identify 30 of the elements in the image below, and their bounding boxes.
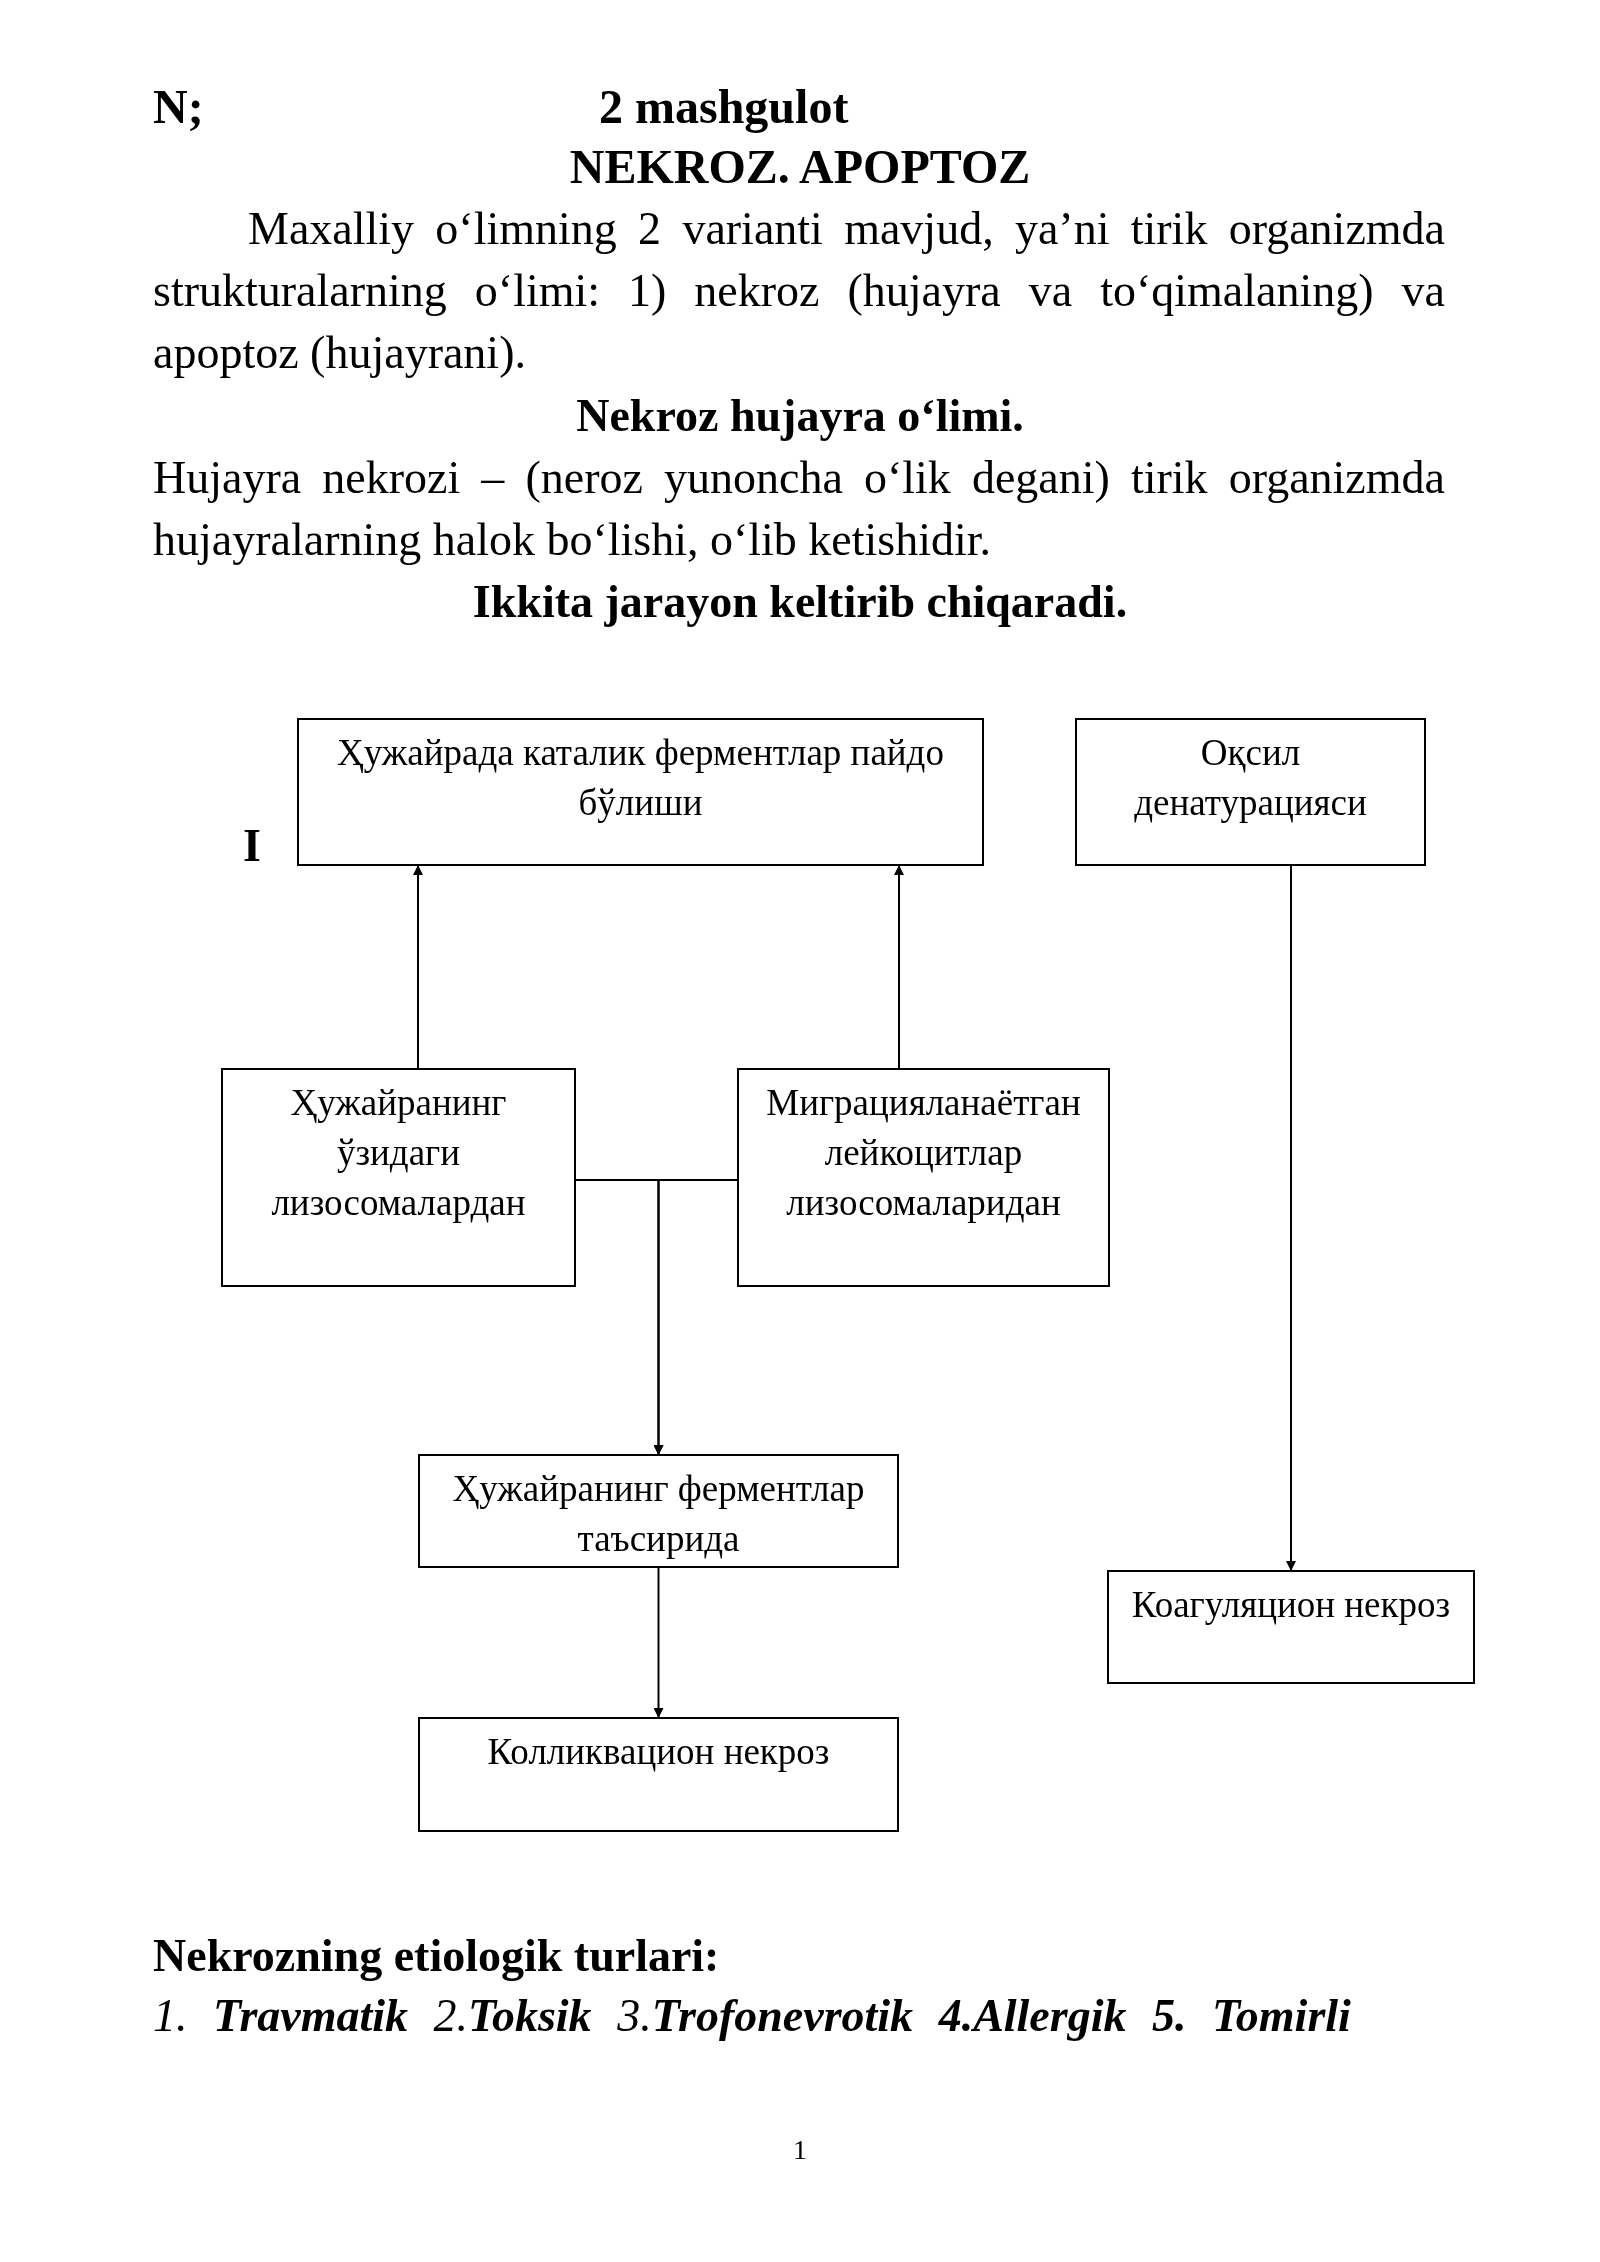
- paragraph: Hujayra nekrozi – (neroz yunoncha o‘lik degani) tirik organizmda hujayralarning halok bo‘lishi, o‘lib ketishidir.: [153, 451, 1445, 567]
- arrow: [894, 865, 904, 1069]
- list-text: 1. Travmatik 2.Toksik 3.Trofonevrotik 4.Allergik 5. Tomirli: [153, 1989, 1352, 2043]
- box-text: Колликвацион некроз: [487, 1730, 830, 1774]
- process-box: [221, 1068, 576, 1287]
- title: NEKROZ. APOPTOZ: [568, 139, 1032, 195]
- arrow: [413, 865, 423, 1069]
- process-box: [418, 1454, 899, 1568]
- arrow: [653, 1567, 664, 1718]
- paragraph: Maxalliy o‘limning 2 varianti mavjud, ya’ni tirik organizmda strukturalarning o‘limi: 1) nekroz (hujayra va to‘qimalaning) va apoptoz (hujayrani).: [153, 202, 1445, 380]
- subheading: Nekrozning etiologik turlari:: [153, 1929, 720, 1983]
- process-box: [1107, 1570, 1475, 1684]
- heading-text: 2 mashgulot: [599, 79, 849, 135]
- page-number: 1: [792, 2133, 808, 2167]
- section-number: I: [243, 819, 261, 873]
- box-text: Миграцияланаётган лейкоцитлар лизосомаларидан: [765, 1081, 1082, 1225]
- process-box: [297, 718, 984, 866]
- arrow: [653, 1179, 738, 1455]
- box-text: Ҳужайранинг ўзидаги лизосомалардан: [270, 1081, 527, 1225]
- process-box: [418, 1717, 899, 1832]
- heading-text: N;: [153, 79, 204, 135]
- box-text: Ҳужайранинг ферментлар таъсирида: [451, 1467, 866, 1561]
- process-box: [737, 1068, 1110, 1287]
- box-text: Ҳужайрада каталик ферментлар пайдо бўлиши: [336, 731, 945, 825]
- subheading: Nekroz hujayra o‘limi.: [575, 389, 1025, 443]
- box-text: Оқсил денатурацияси: [1133, 731, 1368, 825]
- process-box: [1075, 718, 1426, 866]
- subheading: Ikkita jarayon keltirib chiqaradi.: [471, 575, 1129, 629]
- arrow: [1286, 865, 1296, 1571]
- box-text: Коагуляцион некроз: [1131, 1583, 1451, 1627]
